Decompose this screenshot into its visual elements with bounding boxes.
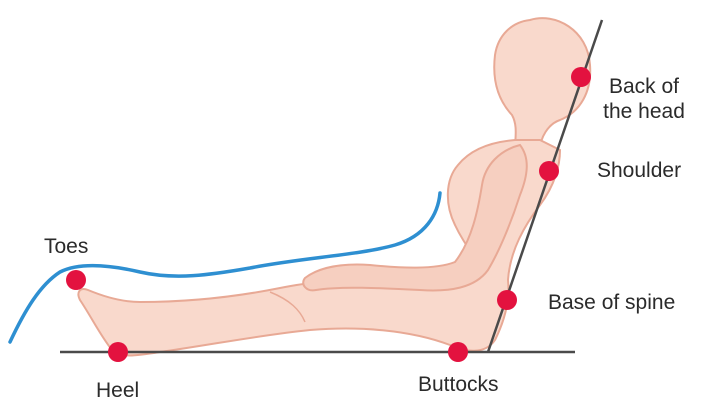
label-back-of-head-line1: Back of xyxy=(596,74,692,99)
label-back-of-head: Back of the head xyxy=(596,74,692,124)
pressure-point-base-of-spine xyxy=(497,290,517,310)
pressure-point-heel xyxy=(108,342,128,362)
pressure-point-back-of-head xyxy=(571,67,591,87)
pressure-point-toes xyxy=(66,270,86,290)
pressure-point-buttocks xyxy=(448,342,468,362)
label-heel: Heel xyxy=(96,378,139,403)
pressure-point-shoulder xyxy=(539,161,559,181)
label-back-of-head-line2: the head xyxy=(596,99,692,124)
label-base-of-spine: Base of spine xyxy=(548,290,675,315)
label-buttocks: Buttocks xyxy=(418,372,499,397)
label-shoulder: Shoulder xyxy=(597,158,681,183)
label-toes: Toes xyxy=(44,234,88,259)
